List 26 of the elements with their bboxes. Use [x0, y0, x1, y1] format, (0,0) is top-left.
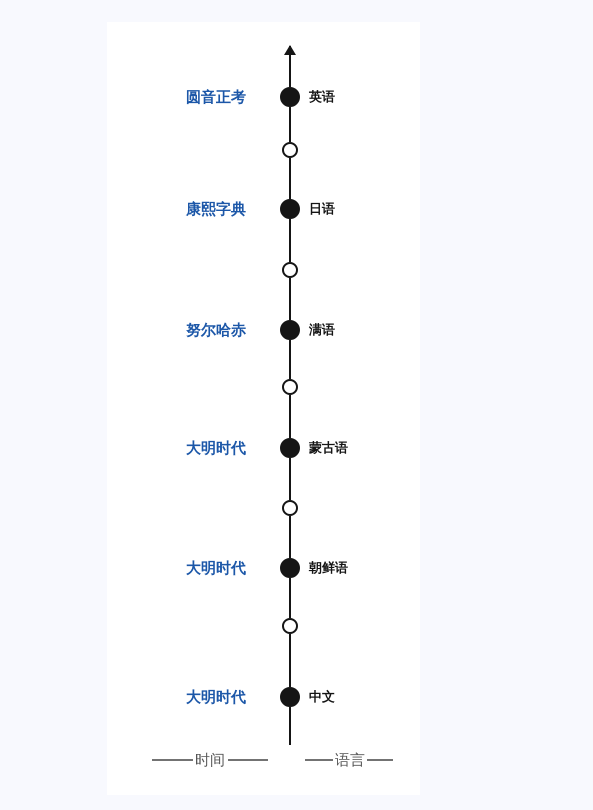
axis-line	[289, 278, 291, 320]
axis-line	[289, 578, 291, 618]
language-label: 满语	[309, 323, 335, 339]
period-label: 大明时代	[186, 439, 246, 457]
period-label: 努尔哈赤	[186, 321, 246, 339]
axis-line	[289, 219, 291, 262]
axis-line	[289, 707, 291, 745]
axis-line	[289, 158, 291, 199]
period-label: 圆音正考	[186, 88, 246, 106]
axis-line	[289, 107, 291, 142]
axis-line	[289, 516, 291, 558]
axis-line	[289, 634, 291, 687]
axis-title: 语言	[335, 751, 365, 769]
period-label: 康熙字典	[186, 200, 246, 218]
period-label: 大明时代	[186, 688, 246, 706]
language-label: 日语	[309, 202, 335, 218]
language-label: 中文	[309, 690, 335, 706]
axis-title: 时间	[195, 751, 225, 769]
axis-arrow	[284, 45, 296, 87]
axis-line	[289, 340, 291, 379]
language-label: 英语	[309, 90, 335, 106]
axis-line	[289, 458, 291, 500]
language-label: 蒙古语	[309, 441, 348, 457]
axis-line	[289, 395, 291, 438]
period-label: 大明时代	[186, 559, 246, 577]
language-label: 朝鲜语	[309, 561, 348, 577]
